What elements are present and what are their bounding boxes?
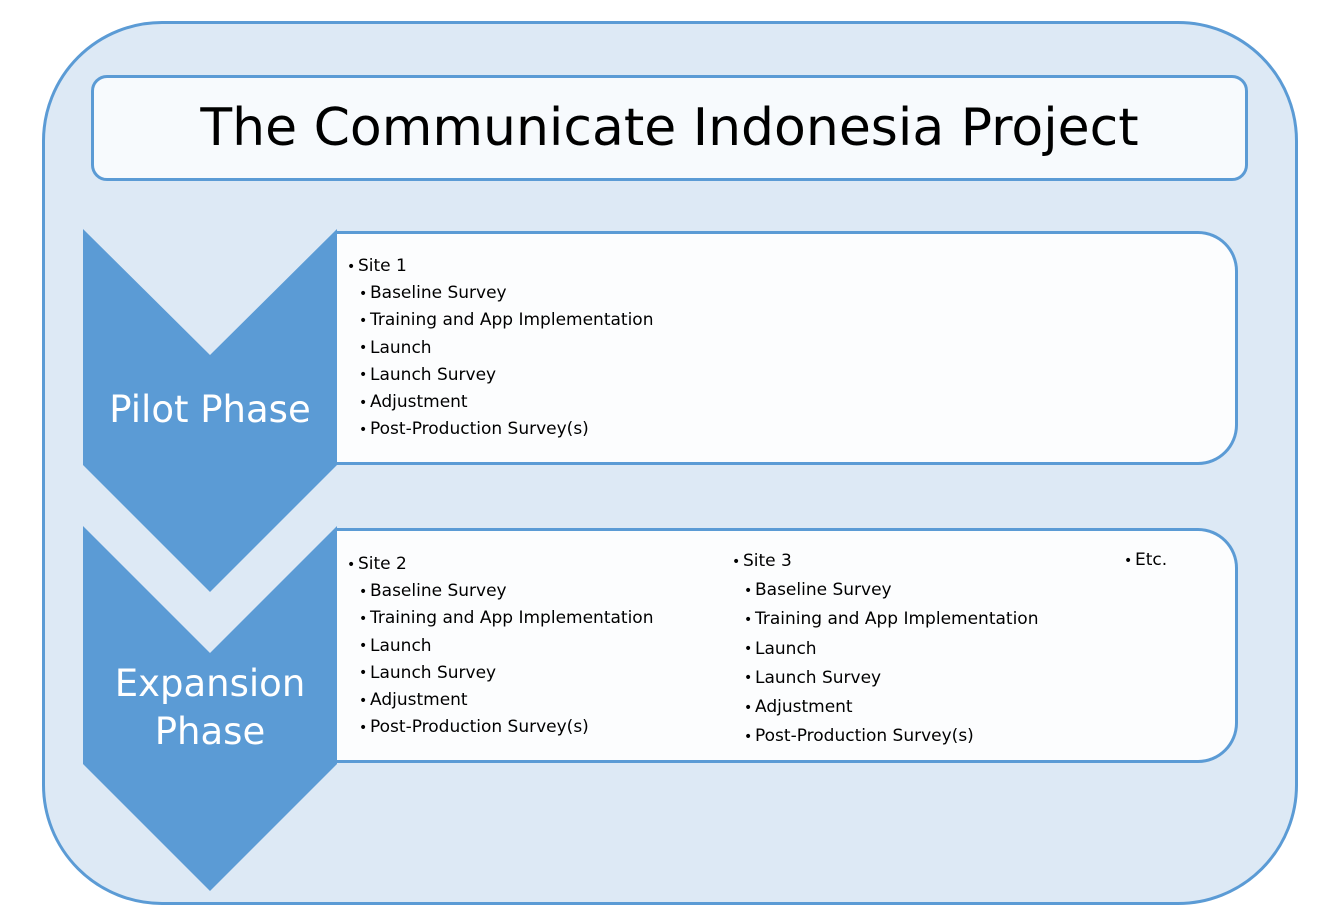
site-3-heading: •Site 3	[732, 549, 1038, 578]
list-item: •Adjustment	[347, 390, 653, 417]
list-item: •Post-Production Survey(s)	[732, 724, 1038, 753]
list-item: •Baseline Survey	[347, 579, 653, 606]
bullet-icon: •	[744, 641, 753, 658]
bullet-icon: •	[359, 610, 368, 627]
pilot-phase-chevron	[83, 229, 337, 592]
site-name: Site 1	[358, 256, 407, 276]
bullet-icon: •	[347, 258, 356, 275]
site-name: Site 2	[358, 554, 407, 574]
bullet-icon: •	[359, 340, 368, 357]
list-item: •Adjustment	[347, 688, 653, 715]
list-item: •Launch	[347, 336, 653, 363]
bullet-icon: •	[359, 583, 368, 600]
pilot-phase-content-box	[337, 231, 1238, 465]
site-name: Site 3	[743, 551, 792, 571]
bullet-icon: •	[744, 699, 753, 716]
bullet-icon: •	[347, 556, 356, 573]
bullet-icon: •	[744, 728, 753, 745]
expansion-phase-label: Expansion Phase	[83, 660, 337, 756]
list-item: •Baseline Survey	[732, 578, 1038, 607]
bullet-icon: •	[359, 394, 368, 411]
site-2-heading: •Site 2	[347, 552, 653, 579]
title-box: The Communicate Indonesia Project	[91, 75, 1248, 181]
site-3-list: •Site 3 •Baseline Survey •Training and A…	[732, 549, 1038, 754]
bullet-icon: •	[744, 582, 753, 599]
bullet-icon: •	[359, 285, 368, 302]
list-item: •Training and App Implementation	[732, 607, 1038, 636]
diagram-title: The Communicate Indonesia Project	[200, 98, 1139, 158]
pilot-phase-chevron-shape	[83, 229, 337, 592]
list-item: •Baseline Survey	[347, 281, 653, 308]
bullet-icon: •	[732, 553, 741, 570]
site-1-list: •Site 1 •Baseline Survey •Training and A…	[347, 254, 653, 445]
list-item: •Post-Production Survey(s)	[347, 715, 653, 742]
list-item: •Adjustment	[732, 695, 1038, 724]
bullet-icon: •	[359, 719, 368, 736]
list-item: •Launch Survey	[732, 666, 1038, 695]
bullet-icon: •	[359, 312, 368, 329]
expansion-phase-chevron-shape	[83, 526, 337, 891]
etc-list: •Etc.	[1124, 548, 1167, 573]
expansion-phase-label-line-1: Expansion	[114, 662, 306, 705]
list-item: •Launch Survey	[347, 363, 653, 390]
expansion-phase-label-line-2: Phase	[154, 710, 266, 753]
pilot-phase-label: Pilot Phase	[109, 388, 311, 431]
bullet-icon: •	[359, 665, 368, 682]
site-2-list: •Site 2 •Baseline Survey •Training and A…	[347, 552, 653, 743]
list-item: •Post-Production Survey(s)	[347, 417, 653, 444]
expansion-phase-chevron	[83, 526, 337, 891]
bullet-icon: •	[744, 611, 753, 628]
bullet-icon: •	[1124, 552, 1133, 569]
list-item: •Launch Survey	[347, 661, 653, 688]
list-item: •Launch	[347, 634, 653, 661]
list-item: •Training and App Implementation	[347, 308, 653, 335]
site-name: Etc.	[1135, 550, 1168, 570]
site-1-heading: •Site 1	[347, 254, 653, 281]
bullet-icon: •	[359, 692, 368, 709]
list-item: •Training and App Implementation	[347, 606, 653, 633]
bullet-icon: •	[359, 367, 368, 384]
expansion-phase-content-box	[337, 528, 1238, 763]
bullet-icon: •	[744, 670, 753, 687]
list-item: •Launch	[732, 637, 1038, 666]
etc-heading: •Etc.	[1124, 548, 1167, 573]
bullet-icon: •	[359, 421, 368, 438]
bullet-icon: •	[359, 638, 368, 655]
